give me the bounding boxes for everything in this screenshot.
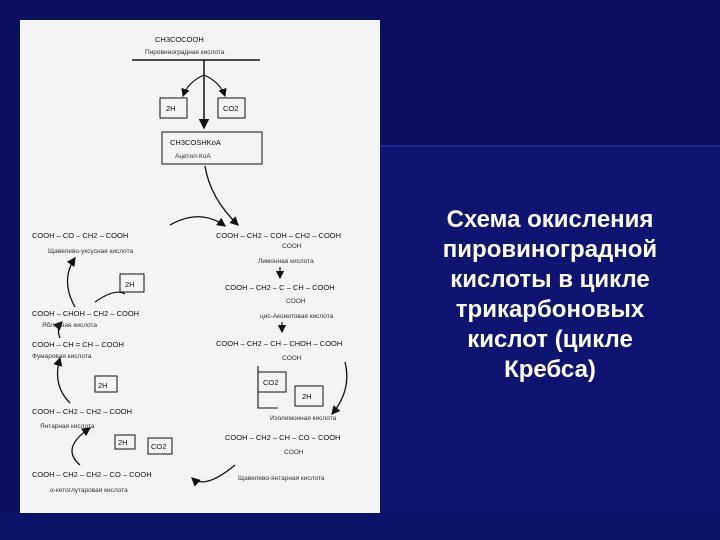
label-co2-right: CO2 xyxy=(263,378,278,387)
succinic-name: Янтарная кислота xyxy=(40,423,95,430)
arrow-to-2h-top xyxy=(181,74,205,98)
aconitic-name: цис-Аконитовая кислота xyxy=(260,313,334,320)
label-2h-bottom: 2H xyxy=(118,438,128,447)
acetyl-coa-box xyxy=(161,131,263,165)
oxalosuccinic-formula: COOH – CH2 – CH – CO – COOH xyxy=(225,433,340,442)
label-co2-top: CO2 xyxy=(223,104,238,113)
citric-name: Лимонная кислота xyxy=(258,258,314,265)
malic-name: Яблочная кислота xyxy=(42,321,97,329)
arrow-malic-to-oxaloacetic xyxy=(66,256,76,308)
arrow-oxaloacetic-to-citric xyxy=(169,216,227,227)
title-line-1: Схема окисления xyxy=(446,206,654,233)
box-co2-bottom xyxy=(147,437,173,455)
aconitic-formula: COOH – CH2 – C – CH – COOH xyxy=(225,283,335,292)
citric-formula: COOH – CH2 – COH – CH2 – COOH xyxy=(216,231,341,240)
label-2h-top: 2H xyxy=(166,104,176,113)
arrow-succinic-to-fumaric xyxy=(53,356,71,404)
fumaric-formula: COOH – CH = CH – COOH xyxy=(32,340,124,349)
box-2h-bottom xyxy=(114,434,136,450)
isocitric-sub: COOH xyxy=(282,355,302,362)
label-2h-left-lower: 2H xyxy=(98,381,108,390)
pyruvate-formula: CH3COCOOH xyxy=(155,35,204,44)
slide-title: Схема окисления пировиноградной кислоты … xyxy=(400,205,700,385)
arrow-acetyl-to-citric xyxy=(204,165,239,226)
title-line-6: Кребса) xyxy=(504,356,596,383)
malic-formula: COOH – CHOH – CH2 – COOH xyxy=(32,309,139,318)
krebs-cycle-diagram: CH3COCOOH Пировиноградная кислота 2H CO2… xyxy=(32,35,348,494)
label-co2-bottom: CO2 xyxy=(151,442,166,451)
ketoglutaric-formula: COOH – CH2 – CH2 – CO – COOH xyxy=(32,470,152,479)
label-2h-right: 2H xyxy=(302,392,312,401)
box-2h-left-lower xyxy=(94,375,118,393)
oxaloacetic-formula: COOH – CO – CH2 – COOH xyxy=(32,231,128,240)
label-2h-left-upper: 2H xyxy=(125,280,135,289)
box-2h-left-upper xyxy=(119,273,145,293)
arrow-oxalosuccinic-to-ketoglutaric xyxy=(191,464,236,487)
arrow-to-co2-top xyxy=(203,74,227,98)
isocitric-formula: COOH – CH2 – CH – CHOH – COOH xyxy=(216,339,342,348)
title-line-5: кислот (цикле xyxy=(467,326,633,353)
isocitric-name: Изолимонная кислота xyxy=(270,415,337,422)
title-line-3: кислоты в цикле xyxy=(450,266,650,293)
box-2h-right xyxy=(294,385,324,407)
oxaloacetic-name: Щавелево-уксусная кислота xyxy=(48,248,133,255)
citric-sub: COOH xyxy=(282,243,302,250)
oxalosuccinic-name: Щавелево-янтарная кислота xyxy=(238,475,325,482)
arrow-isocitric-to-oxalosuccinic xyxy=(331,361,348,415)
aconitic-sub: COOH xyxy=(286,298,306,305)
pyruvate-name: Пировиноградная кислота xyxy=(145,49,225,56)
arrow-ketoglutaric-to-succinic xyxy=(71,427,92,466)
acetyl-name: Ацетил-КоА xyxy=(175,153,211,160)
box-2h-top xyxy=(159,97,188,119)
oxalosuccinic-sub: COOH xyxy=(284,449,304,456)
box-co2-right xyxy=(257,371,287,393)
box-co2-top xyxy=(217,97,246,119)
krebs-cycle-figure: CH3COCOOH Пировиноградная кислота 2H CO2… xyxy=(20,20,380,513)
succinic-formula: COOH – CH2 – CH2 – COOH xyxy=(32,407,132,416)
arrow-2h-out-left xyxy=(94,291,126,303)
fumaric-name: Фумаровая кислота xyxy=(32,353,92,360)
arrow-fumaric-to-malic xyxy=(53,321,63,339)
acetyl-formula: CH3COSHKoA xyxy=(170,138,221,147)
title-line-2: пировиноградной xyxy=(442,236,658,263)
ketoglutaric-name: α-кетоглутаровая кислота xyxy=(50,487,128,494)
title-line-4: трикарбоновых xyxy=(455,296,645,323)
background-bottom-band xyxy=(0,512,720,540)
